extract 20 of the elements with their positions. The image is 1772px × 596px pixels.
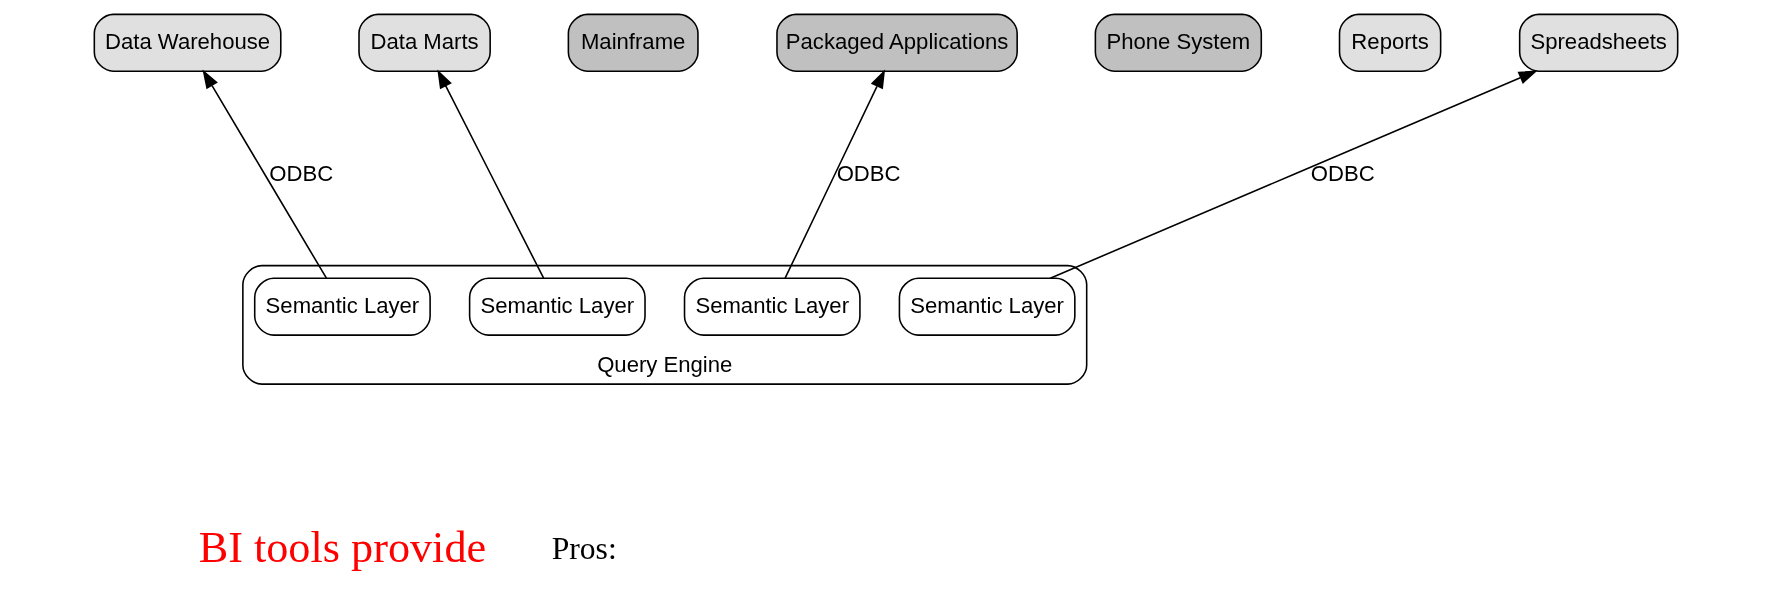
node-box: Semantic Layer	[683, 277, 861, 336]
node-box: Semantic Layer	[468, 277, 646, 336]
arrow	[784, 69, 886, 279]
label: Pros:	[551, 530, 617, 566]
edge-label: ODBC	[1310, 160, 1375, 186]
arrow	[202, 69, 328, 279]
node-box: Packaged Applications	[776, 13, 1018, 73]
node-box: Data Warehouse	[93, 13, 282, 73]
node-box: Semantic Layer	[253, 277, 431, 336]
arrow	[437, 69, 545, 279]
edge-label: ODBC	[269, 160, 334, 186]
node-box: Reports	[1338, 13, 1442, 73]
node-box: Data Marts	[358, 13, 491, 73]
arrow	[1049, 70, 1538, 279]
edge-label: ODBC	[836, 160, 901, 186]
node-box: Spreadsheets	[1518, 13, 1679, 73]
label: BI tools provide	[198, 522, 487, 572]
node-box: Phone System	[1094, 13, 1263, 73]
node-box: Semantic Layer	[898, 277, 1076, 336]
node-box: Mainframe	[567, 13, 699, 73]
